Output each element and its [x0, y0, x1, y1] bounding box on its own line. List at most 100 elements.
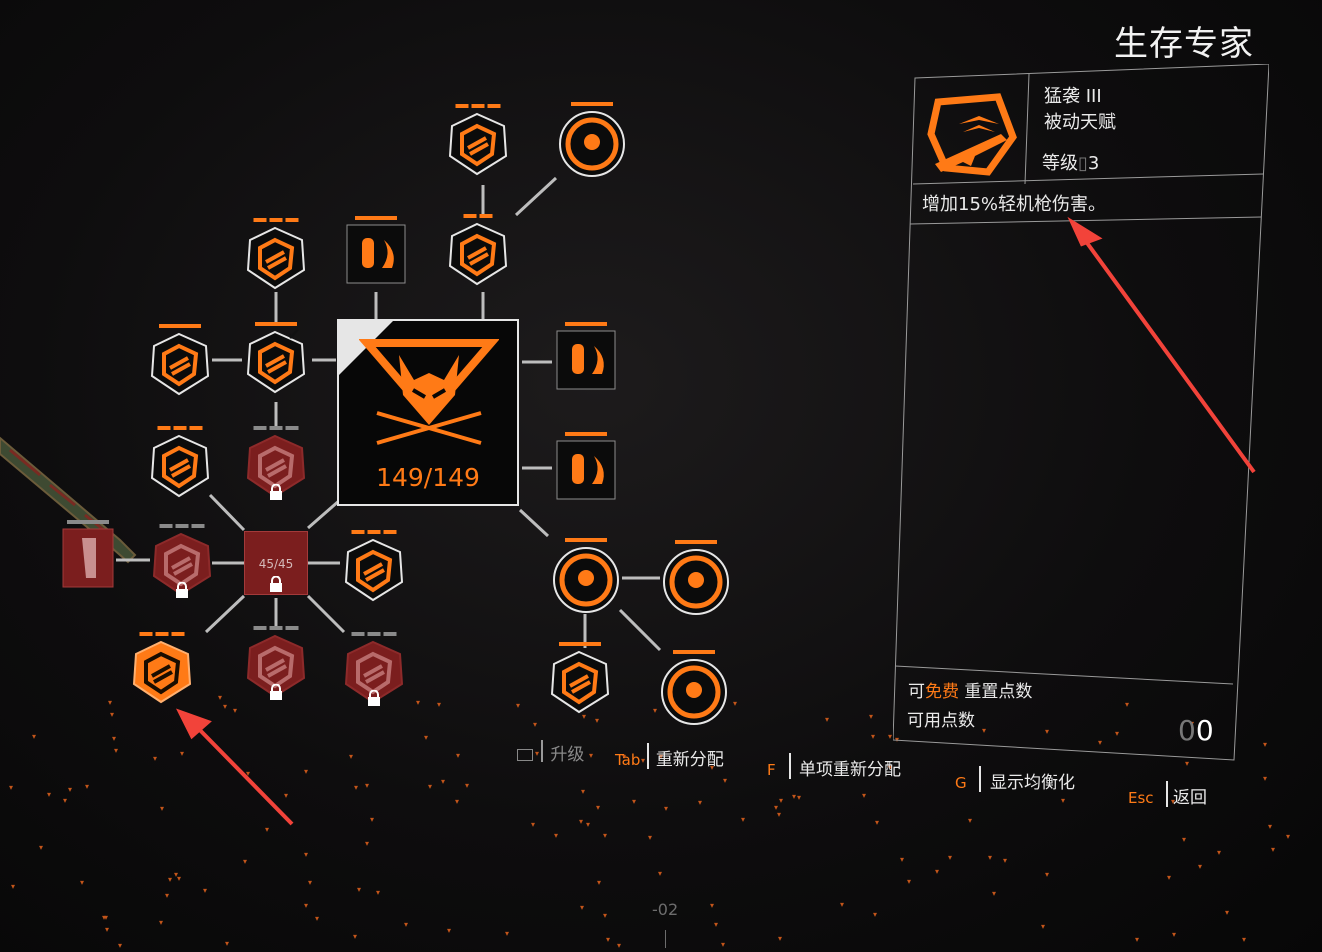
svg-text:▾: ▾	[988, 853, 992, 862]
hint-esc-key: Esc	[1128, 789, 1154, 807]
svg-text:▾: ▾	[1286, 832, 1290, 841]
svg-text:▾: ▾	[900, 855, 904, 864]
talent-level-value: 3	[1087, 153, 1100, 174]
svg-text:▾: ▾	[648, 833, 652, 842]
svg-text:▾: ▾	[168, 875, 172, 884]
hint-f-key: F	[767, 761, 776, 779]
svg-text:▾: ▾	[1263, 774, 1267, 783]
talent-level-label: 等级	[1042, 153, 1078, 174]
svg-text:▾: ▾	[177, 874, 181, 883]
svg-text:▾: ▾	[779, 796, 783, 805]
svg-text:▾: ▾	[1271, 845, 1275, 854]
talent-magazine[interactable]	[62, 520, 114, 588]
svg-text:▾: ▾	[174, 870, 178, 879]
svg-text:▾: ▾	[110, 710, 114, 719]
svg-text:▾: ▾	[871, 732, 875, 741]
svg-text:▾: ▾	[308, 878, 312, 887]
hint-redistribute[interactable]: Tab 重新分配	[615, 743, 724, 770]
svg-text:▾: ▾	[606, 935, 610, 944]
svg-text:▾: ▾	[203, 886, 207, 895]
svg-text:▾: ▾	[424, 733, 428, 742]
talent-grin-mask-badge-icon	[661, 659, 727, 725]
rank-bars	[255, 322, 297, 326]
talent-name: 猛袭 III	[1044, 86, 1102, 107]
hint-back[interactable]: Esc 返回	[1128, 781, 1207, 808]
talent-locked-b[interactable]	[150, 524, 214, 598]
svg-text:▾: ▾	[159, 918, 163, 927]
svg-text:▾: ▾	[63, 796, 67, 805]
talent-shield-break[interactable]	[552, 538, 620, 614]
talent-armor-rank[interactable]	[446, 104, 510, 176]
talent-heal-shield[interactable]	[556, 322, 616, 390]
talent-heal-pulse-badge-icon	[448, 222, 508, 286]
svg-text:▾: ▾	[165, 891, 169, 900]
hint-single-redistribute[interactable]: F 单项重新分配	[767, 753, 901, 780]
talent-cobra[interactable]	[244, 218, 308, 290]
talent-lmg-rank-selected[interactable]	[130, 632, 194, 704]
mouse-icon	[517, 749, 533, 761]
svg-text:▾: ▾	[714, 920, 718, 929]
rank-bars	[673, 650, 715, 654]
svg-text:▾: ▾	[1190, 719, 1194, 728]
talent-type: 被动天赋	[1044, 112, 1116, 133]
secondary-progress: 45/45	[258, 557, 294, 571]
svg-text:▾: ▾	[992, 889, 996, 898]
talent-ammo-crate[interactable]	[662, 540, 730, 616]
talent-locked-d[interactable]	[342, 632, 406, 706]
talent-agent-body[interactable]	[556, 432, 616, 500]
hint-balance[interactable]: G 显示均衡化	[955, 766, 1075, 793]
svg-text:▾: ▾	[741, 815, 745, 824]
svg-text:▾: ▾	[535, 749, 539, 758]
svg-text:▾: ▾	[597, 878, 601, 887]
core-talent-node[interactable]: ✔ 149/149	[287, 319, 519, 506]
talent-grin-mask[interactable]	[660, 650, 728, 726]
svg-text:▾: ▾	[721, 940, 725, 949]
svg-text:▾: ▾	[658, 869, 662, 878]
svg-text:▾: ▾	[778, 934, 782, 943]
svg-text:▾: ▾	[579, 817, 583, 826]
rank-bars	[253, 426, 299, 430]
svg-text:▾: ▾	[104, 913, 108, 922]
svg-text:▾: ▾	[1182, 835, 1186, 844]
talent-pistol-rank[interactable]	[342, 530, 406, 602]
svg-text:▾: ▾	[797, 793, 801, 802]
lock-icon	[270, 484, 282, 500]
svg-text:▾: ▾	[223, 702, 227, 711]
rank-bars	[559, 642, 601, 646]
talent-star-badge[interactable]	[548, 642, 612, 714]
svg-text:▾: ▾	[284, 791, 288, 800]
compass-marker: -02	[652, 900, 679, 919]
svg-text:▾: ▾	[875, 818, 879, 827]
talent-rifle-rank[interactable]	[148, 426, 212, 498]
svg-text:▾: ▾	[353, 932, 357, 941]
svg-text:▾: ▾	[1167, 873, 1171, 882]
svg-text:▾: ▾	[895, 735, 899, 744]
talent-locked-c[interactable]	[244, 626, 308, 700]
svg-text:▾: ▾	[39, 843, 43, 852]
talent-explosive-burst[interactable]	[244, 322, 308, 394]
talent-locked-a[interactable]	[244, 426, 308, 500]
rank-bars	[351, 530, 397, 534]
hint-upgrade[interactable]: 升级	[517, 740, 584, 765]
talent-locked-d-badge-icon	[344, 640, 404, 704]
talent-medic-team[interactable]	[558, 102, 626, 178]
svg-text:▾: ▾	[108, 698, 112, 707]
svg-text:▾: ▾	[160, 804, 164, 813]
svg-text:▾: ▾	[968, 816, 972, 825]
svg-text:▾: ▾	[586, 820, 590, 829]
svg-text:▾: ▾	[935, 867, 939, 876]
svg-text:▾: ▾	[447, 926, 451, 935]
secondary-talent-node[interactable]: 45/45	[244, 531, 308, 595]
svg-text:▾: ▾	[1172, 930, 1176, 939]
svg-text:▾: ▾	[1045, 727, 1049, 736]
svg-text:▾: ▾	[105, 925, 109, 934]
talent-ammo-pack[interactable]	[148, 324, 212, 396]
svg-text:▾: ▾	[596, 803, 600, 812]
talent-grenade-fire[interactable]	[346, 216, 406, 284]
talent-heal-shield-badge-icon	[556, 330, 616, 390]
svg-text:▾: ▾	[1242, 935, 1246, 944]
talent-heal-pulse[interactable]	[446, 214, 510, 286]
svg-text:▾: ▾	[1125, 700, 1129, 709]
